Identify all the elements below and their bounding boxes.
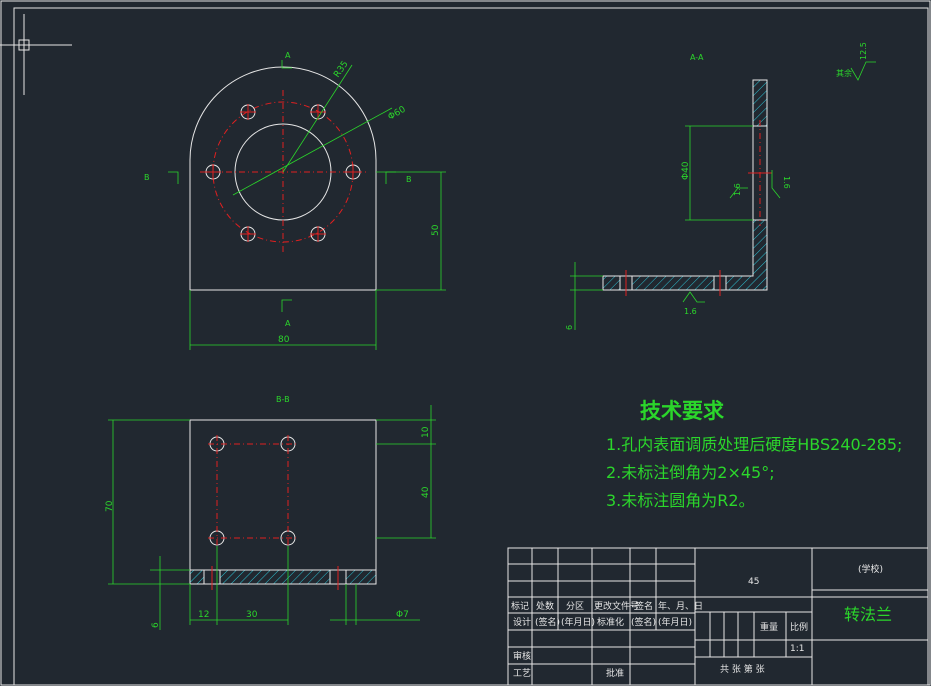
tech-req-title: 技术要求 [640,399,724,423]
design-label: 设计 [513,616,531,628]
section-aa-view [570,61,876,330]
r35-leader [282,64,353,173]
top-view-outline [189,66,377,291]
dim-40-label: 40 [421,486,431,498]
title-block [507,547,929,686]
roughness-symbol-left [729,187,748,199]
tech-req-item-2: 2.未标注倒角为2×45°; [606,463,775,482]
hdr-mark: 标记 [511,600,529,612]
dim-phi40-label: Φ40 [681,161,691,180]
approve-label: 批准 [606,667,624,679]
roughness-left-value: 1.6 [733,183,742,196]
roughness-right-value: 1.6 [782,176,791,189]
dim-r35-label: R35 [332,59,350,79]
section-arrow-b-left [168,171,179,184]
roughness-rest-value: 12.5 [859,42,868,60]
design-date: (年月日) [561,616,595,628]
dim-10-label: 10 [421,426,431,438]
section-arrow-a-top [281,60,292,69]
scale-value: 1:1 [790,644,804,654]
roughness-symbol-right [771,170,781,199]
process-label: 工艺 [513,668,531,679]
design-sign: (签名) [535,616,560,628]
section-arrow-a-bottom [281,299,292,312]
section-label-a-bottom: A [285,319,291,328]
weight-label: 重量 [760,621,778,633]
dim-6-bb-label: 6 [151,622,161,628]
scale-label: 比例 [790,621,808,633]
section-label-b-right: B [406,175,412,184]
roughness-bottom-value: 1.6 [684,307,697,316]
std-sign: (签名) [631,616,656,628]
dim-80-label: 80 [278,335,290,345]
section-arrow-b-right [385,171,396,184]
bb-outline [189,419,377,571]
roughness-rest-label: 其余 [836,68,852,78]
hdr-zone: 分区 [566,601,584,612]
std-date: (年月日) [658,616,692,628]
dim-6-aa-label: 6 [565,325,574,330]
dim-30-label: 30 [246,610,258,620]
sheets-label: 共 张 第 张 [720,663,765,675]
dim-70-label: 70 [105,500,115,512]
top-view [168,60,446,350]
crosshair-cursor [0,14,72,95]
aa-dim-thickness [570,262,603,330]
bb-holes [208,435,297,547]
bb-dims [108,405,436,630]
dim-phi7-label: Φ7 [396,610,409,620]
hdr-sign: 签名 [635,600,653,612]
phi60-leader [232,107,393,196]
section-label-a-top: A [285,51,291,60]
hdr-date: 年、月、日 [658,600,703,612]
dim-phi60-label: Φ60 [387,105,408,123]
review-label: 审核 [513,650,531,662]
section-bb-view [108,405,436,630]
tech-req-item-3: 3.未标注圆角为R2。 [606,491,755,510]
dim-50-label: 50 [431,224,441,236]
standardization-label: 标准化 [597,616,624,628]
drawing-border [13,7,929,686]
section-label-b-left: B [144,173,150,182]
roughness-symbol-rest [850,61,876,81]
school-label: (学校) [858,563,883,575]
dim-width-top [189,290,377,350]
section-bb-title: B-B [276,395,290,404]
section-aa-title: A-A [690,53,704,62]
hdr-count: 处数 [536,600,554,612]
dim-12-label: 12 [198,610,209,620]
aa-dim-phi40 [685,125,753,221]
aa-hatch-upper [752,79,768,127]
part-name: 转法兰 [844,605,892,624]
hdr-change-doc: 更改文件号 [594,600,639,612]
roughness-symbol-bottom [682,291,705,303]
material-value: 45 [748,577,759,587]
tech-req-item-1: 1.孔内表面调质处理后硬度HBS240-285; [606,435,902,454]
